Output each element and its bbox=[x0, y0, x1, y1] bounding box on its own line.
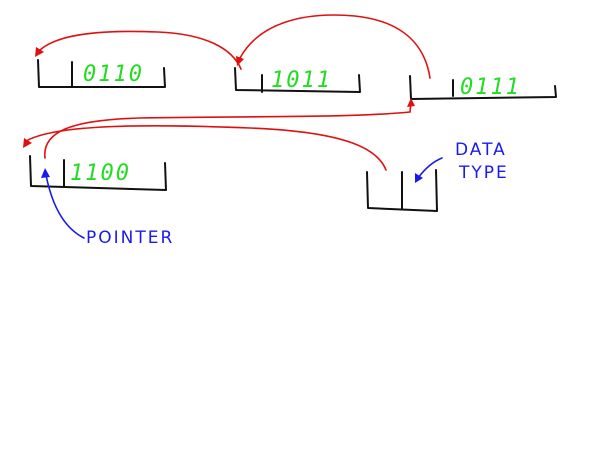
data-type-label-arrowhead bbox=[415, 173, 423, 183]
data-type-label-line2: TYPE bbox=[458, 163, 509, 183]
node-1100: 1100 bbox=[29, 155, 167, 191]
data-type-label-line1: DATA bbox=[455, 140, 507, 160]
pointer-arrow-generic-to-d bbox=[27, 124, 387, 171]
node-0111-value: 0111 bbox=[460, 75, 521, 100]
node-1011: 1011 bbox=[234, 67, 361, 93]
node-0110-box bbox=[37, 59, 166, 88]
node-1011-box bbox=[234, 67, 361, 93]
node-0110-value: 0110 bbox=[83, 62, 144, 87]
pointer-label-arrowhead bbox=[41, 168, 50, 178]
node-0111-box bbox=[409, 75, 557, 100]
pointer-label: POINTER bbox=[86, 228, 174, 248]
pointer-arrowhead-c bbox=[407, 98, 415, 107]
pointer-arrow-d-to-c bbox=[44, 101, 412, 159]
pointer-arrows bbox=[23, 14, 431, 171]
annotations: POINTER DATA TYPE bbox=[41, 140, 509, 248]
pointer-arrowhead-d bbox=[23, 138, 32, 148]
node-1011-value: 1011 bbox=[271, 68, 332, 93]
data-type-label-arrow bbox=[417, 157, 443, 179]
pointer-arrowhead-b bbox=[236, 56, 244, 66]
node-1100-box bbox=[29, 155, 167, 191]
pointer-label-arrow bbox=[45, 174, 85, 239]
node-0110: 0110 bbox=[37, 59, 166, 88]
pointer-arrowhead-a bbox=[35, 47, 44, 57]
pointer-arrow-b-to-a bbox=[39, 30, 242, 70]
pointer-arrow-c-to-b bbox=[239, 14, 431, 79]
generic-node bbox=[366, 169, 438, 212]
node-1100-value: 1100 bbox=[70, 161, 131, 186]
node-0111: 0111 bbox=[409, 75, 557, 100]
